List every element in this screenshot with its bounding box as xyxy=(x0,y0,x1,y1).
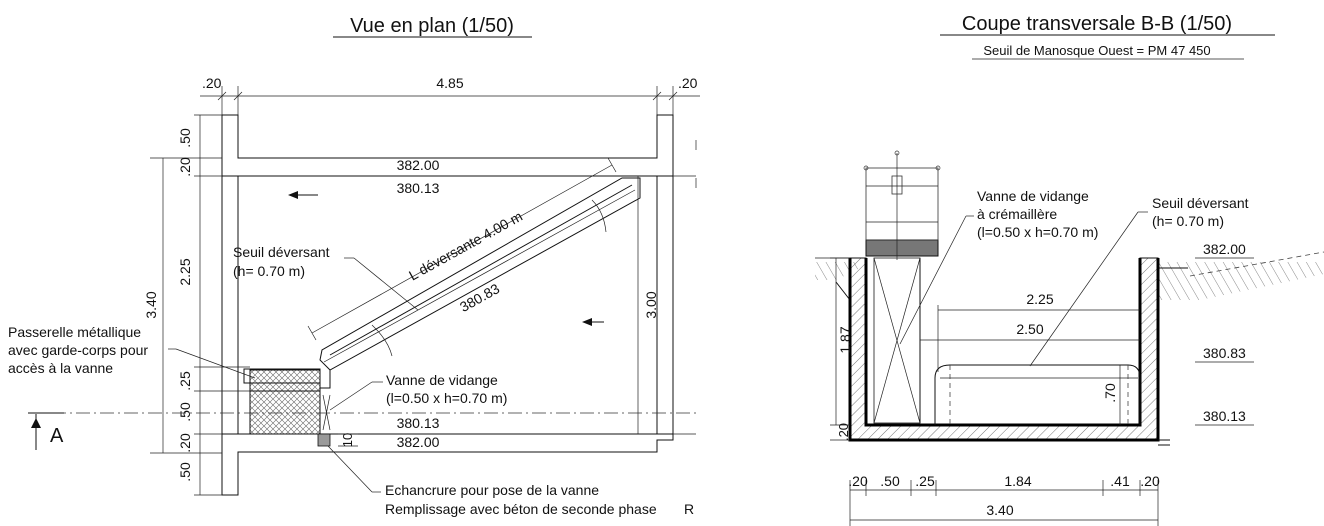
bottom-dim-4: 1.84 xyxy=(1004,473,1031,489)
level-top-lower: 380.13 xyxy=(397,180,440,196)
plan-top-dimension: .20 4.85 .20 xyxy=(200,75,700,115)
dim-187: 1.87 xyxy=(837,326,853,353)
passerelle-line2: avec garde-corps pour xyxy=(8,342,148,358)
level-top-upper: 382.00 xyxy=(397,157,440,173)
dim-total-340: 3.40 xyxy=(986,502,1013,518)
level-bot-lower: 382.00 xyxy=(397,434,440,450)
dim-left-50-bot: .50 xyxy=(177,462,193,482)
annotation-passerelle: Passerelle métallique avec garde-corps p… xyxy=(8,324,256,379)
small-dim-10: 10 xyxy=(340,433,355,447)
level-bot-upper: 380.13 xyxy=(397,415,440,431)
dim-right-300: 3.00 xyxy=(643,291,659,318)
plan-view: Vue en plan (1/50) .20 4.85 .20 xyxy=(8,15,700,517)
annotation-seuil: Seuil déversant (h= 0.70 m) xyxy=(233,244,419,311)
section-axis-a: A xyxy=(28,412,696,450)
ground-surface xyxy=(815,251,1324,301)
concrete-channel xyxy=(848,257,1170,446)
dim-left-20-bot: .20 xyxy=(177,433,193,453)
section-annotation-seuil: Seuil déversant (h= 0.70 m) xyxy=(1029,195,1249,367)
bottom-dim-1: .20 xyxy=(848,473,868,489)
dim-top-right: .20 xyxy=(678,75,698,91)
seuil-line1: Seuil déversant xyxy=(233,244,330,260)
section-vanne-line1: Vanne de vidange xyxy=(977,188,1089,204)
weir-level: 380.83 xyxy=(457,280,502,315)
dim-70: .70 xyxy=(1102,383,1118,403)
dim-left-20-top: .20 xyxy=(177,157,193,177)
section-subtitle: Seuil de Manosque Ouest = PM 47 450 xyxy=(983,43,1210,58)
vanne-line2: (l=0.50 x h=0.70 m) xyxy=(386,390,507,406)
section-levels: 382.00 380.83 380.13 xyxy=(1195,241,1254,426)
level-382: 382.00 xyxy=(1203,241,1246,257)
passerelle-line3: accès à la vanne xyxy=(8,360,113,376)
bottom-dim-6: .20 xyxy=(1140,473,1160,489)
bottom-dim-3: .25 xyxy=(915,473,935,489)
echancrure-line2: Remplissage avec béton de seconde phase xyxy=(385,501,657,517)
dim-left-50-top: .50 xyxy=(177,128,193,148)
section-weir xyxy=(934,364,1141,425)
annotation-echancrure: Echancrure pour pose de la vanne Remplis… xyxy=(327,445,694,517)
annotation-vanne: Vanne de vidange (l=0.50 x h=0.70 m) xyxy=(329,372,507,411)
section-vanne-line3: (l=0.50 x h=0.70 m) xyxy=(977,224,1098,240)
gate-tower xyxy=(863,150,941,424)
level-380-13: 380.13 xyxy=(1203,408,1246,424)
dim-250: 2.50 xyxy=(1016,321,1043,337)
section-title: Coupe transversale B-B (1/50) xyxy=(962,13,1232,35)
section-bottom-dimensions: .20 .50 .25 1.84 .41 .20 3.40 xyxy=(848,473,1160,526)
section-vanne-line2: à crémaillère xyxy=(977,206,1057,222)
section-view: Coupe transversale B-B (1/50) Seuil de M… xyxy=(815,13,1324,526)
dim-225: 2.25 xyxy=(1026,291,1053,307)
plan-title: Vue en plan (1/50) xyxy=(350,15,514,37)
bottom-dim-2: .50 xyxy=(880,473,900,489)
dim-top-main: 4.85 xyxy=(436,75,463,91)
dim-top-left: .20 xyxy=(202,75,222,91)
section-inner-dimensions: 2.25 2.50 xyxy=(920,291,1140,372)
flow-arrow-top xyxy=(288,191,318,199)
section-marker-a: A xyxy=(50,425,64,447)
section-annotation-vanne: Vanne de vidange à crémaillère (l=0.50 x… xyxy=(899,188,1098,345)
flow-arrow-mid xyxy=(582,318,604,326)
dim-left-25: .25 xyxy=(177,371,193,391)
dim-left-340: 3.40 xyxy=(143,291,159,318)
plan-right-dimension: 3.00 xyxy=(637,176,659,434)
vanne-line1: Vanne de vidange xyxy=(386,372,498,388)
section-vertical-dimensions: 1.87 .20 .70 xyxy=(830,257,1121,441)
bottom-dim-5: .41 xyxy=(1110,473,1130,489)
edge-letter: R xyxy=(684,501,694,517)
dim-left-50-mid: .50 xyxy=(177,402,193,422)
dim-left-225: 2.25 xyxy=(177,258,193,285)
seuil-line2: (h= 0.70 m) xyxy=(233,263,305,279)
passerelle-line1: Passerelle métallique xyxy=(8,324,141,340)
gate-chamber: 10 xyxy=(243,368,358,447)
dim-20-v: .20 xyxy=(836,423,851,441)
plan-left-dimensions: .50 .20 2.25 3.40 .25 .50 .20 .50 xyxy=(143,114,250,496)
diagonal-weir: L déversante 4.00 m 380.83 xyxy=(307,157,641,371)
level-380-83: 380.83 xyxy=(1203,345,1246,361)
section-seuil-line2: (h= 0.70 m) xyxy=(1152,213,1224,229)
echancrure-line1: Echancrure pour pose de la vanne xyxy=(385,482,599,498)
section-seuil-line1: Seuil déversant xyxy=(1152,195,1249,211)
